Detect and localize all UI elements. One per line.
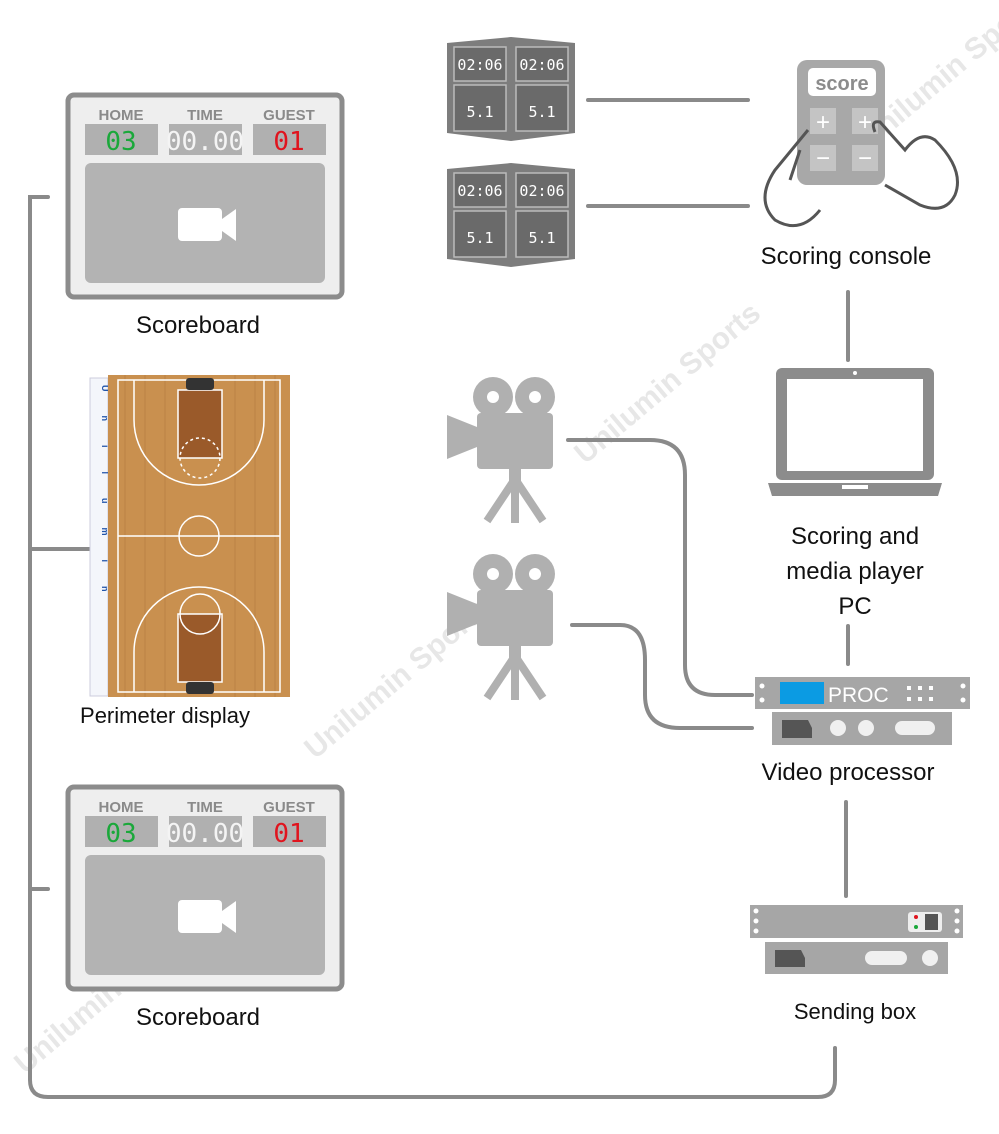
- connections: [28, 98, 850, 1099]
- perimeter-display: Unilumin: [89, 375, 290, 697]
- camera1-wire: [566, 438, 754, 697]
- scoreboard-top: HOME TIME GUEST 03 00.00 01: [68, 95, 342, 297]
- guest-label: GUEST: [263, 107, 315, 124]
- shot-clock-time: 02:06: [457, 56, 502, 74]
- video-camera-2-icon: [447, 554, 555, 700]
- home-label: HOME: [99, 799, 144, 816]
- shot-clock-time: 02:06: [519, 182, 564, 200]
- laptop-icon: [768, 368, 942, 496]
- guest-score: 01: [273, 819, 304, 849]
- pc-label-line-3: PC: [838, 593, 871, 620]
- guest-score: 01: [273, 127, 304, 157]
- scoring-console: score + + − −: [763, 60, 959, 228]
- guest-label: GUEST: [263, 799, 315, 816]
- home-label: HOME: [99, 107, 144, 124]
- plus-key: +: [816, 109, 830, 136]
- scoreboard-bottom-label: Scoreboard: [136, 1004, 260, 1031]
- time-label: TIME: [187, 107, 223, 124]
- video-processor-label: Video processor: [762, 759, 935, 786]
- shot-clock-time: 02:06: [457, 182, 502, 200]
- sending-box: [750, 905, 963, 974]
- perimeter-banner-text: Unilumin: [100, 385, 110, 616]
- bus-wire: [28, 195, 837, 1099]
- right-hand-icon: [871, 120, 959, 210]
- shot-clock-seconds: 5.1: [528, 103, 555, 121]
- shot-clock-seconds: 5.1: [466, 103, 493, 121]
- home-score: 03: [105, 819, 136, 849]
- time-label: TIME: [187, 799, 223, 816]
- scoreboard-top-label: Scoreboard: [136, 312, 260, 339]
- shot-clock-2: 02:06 02:06 5.1 5.1: [446, 162, 576, 268]
- sending-box-label: Sending box: [794, 999, 916, 1024]
- pc-label-line-1: Scoring and: [791, 523, 919, 550]
- console-screen-text: score: [815, 73, 868, 95]
- pc-label-line-2: media player: [786, 558, 923, 585]
- shot-clock-time: 02:06: [519, 56, 564, 74]
- shot-clock-seconds: 5.1: [466, 229, 493, 247]
- time-display: 00.00: [166, 127, 244, 157]
- camera2-wire: [570, 623, 754, 730]
- plus-key: +: [858, 109, 872, 136]
- left-hand-icon: [763, 129, 822, 228]
- shot-clock-seconds: 5.1: [528, 229, 555, 247]
- perimeter-display-label: Perimeter display: [80, 703, 250, 728]
- time-display: 00.00: [166, 819, 244, 849]
- shot-clock-1: 02:06 02:06 5.1 5.1: [446, 36, 576, 142]
- home-score: 03: [105, 127, 136, 157]
- scoreboard-bottom: HOME TIME GUEST 03 00.00 01: [68, 787, 342, 989]
- scoring-console-label: Scoring console: [761, 243, 932, 270]
- video-camera-1-icon: [447, 377, 555, 523]
- video-processor: PROC: [755, 677, 970, 745]
- minus-key: −: [858, 145, 872, 172]
- minus-key: −: [816, 145, 830, 172]
- processor-panel-text: PROC: [828, 684, 889, 707]
